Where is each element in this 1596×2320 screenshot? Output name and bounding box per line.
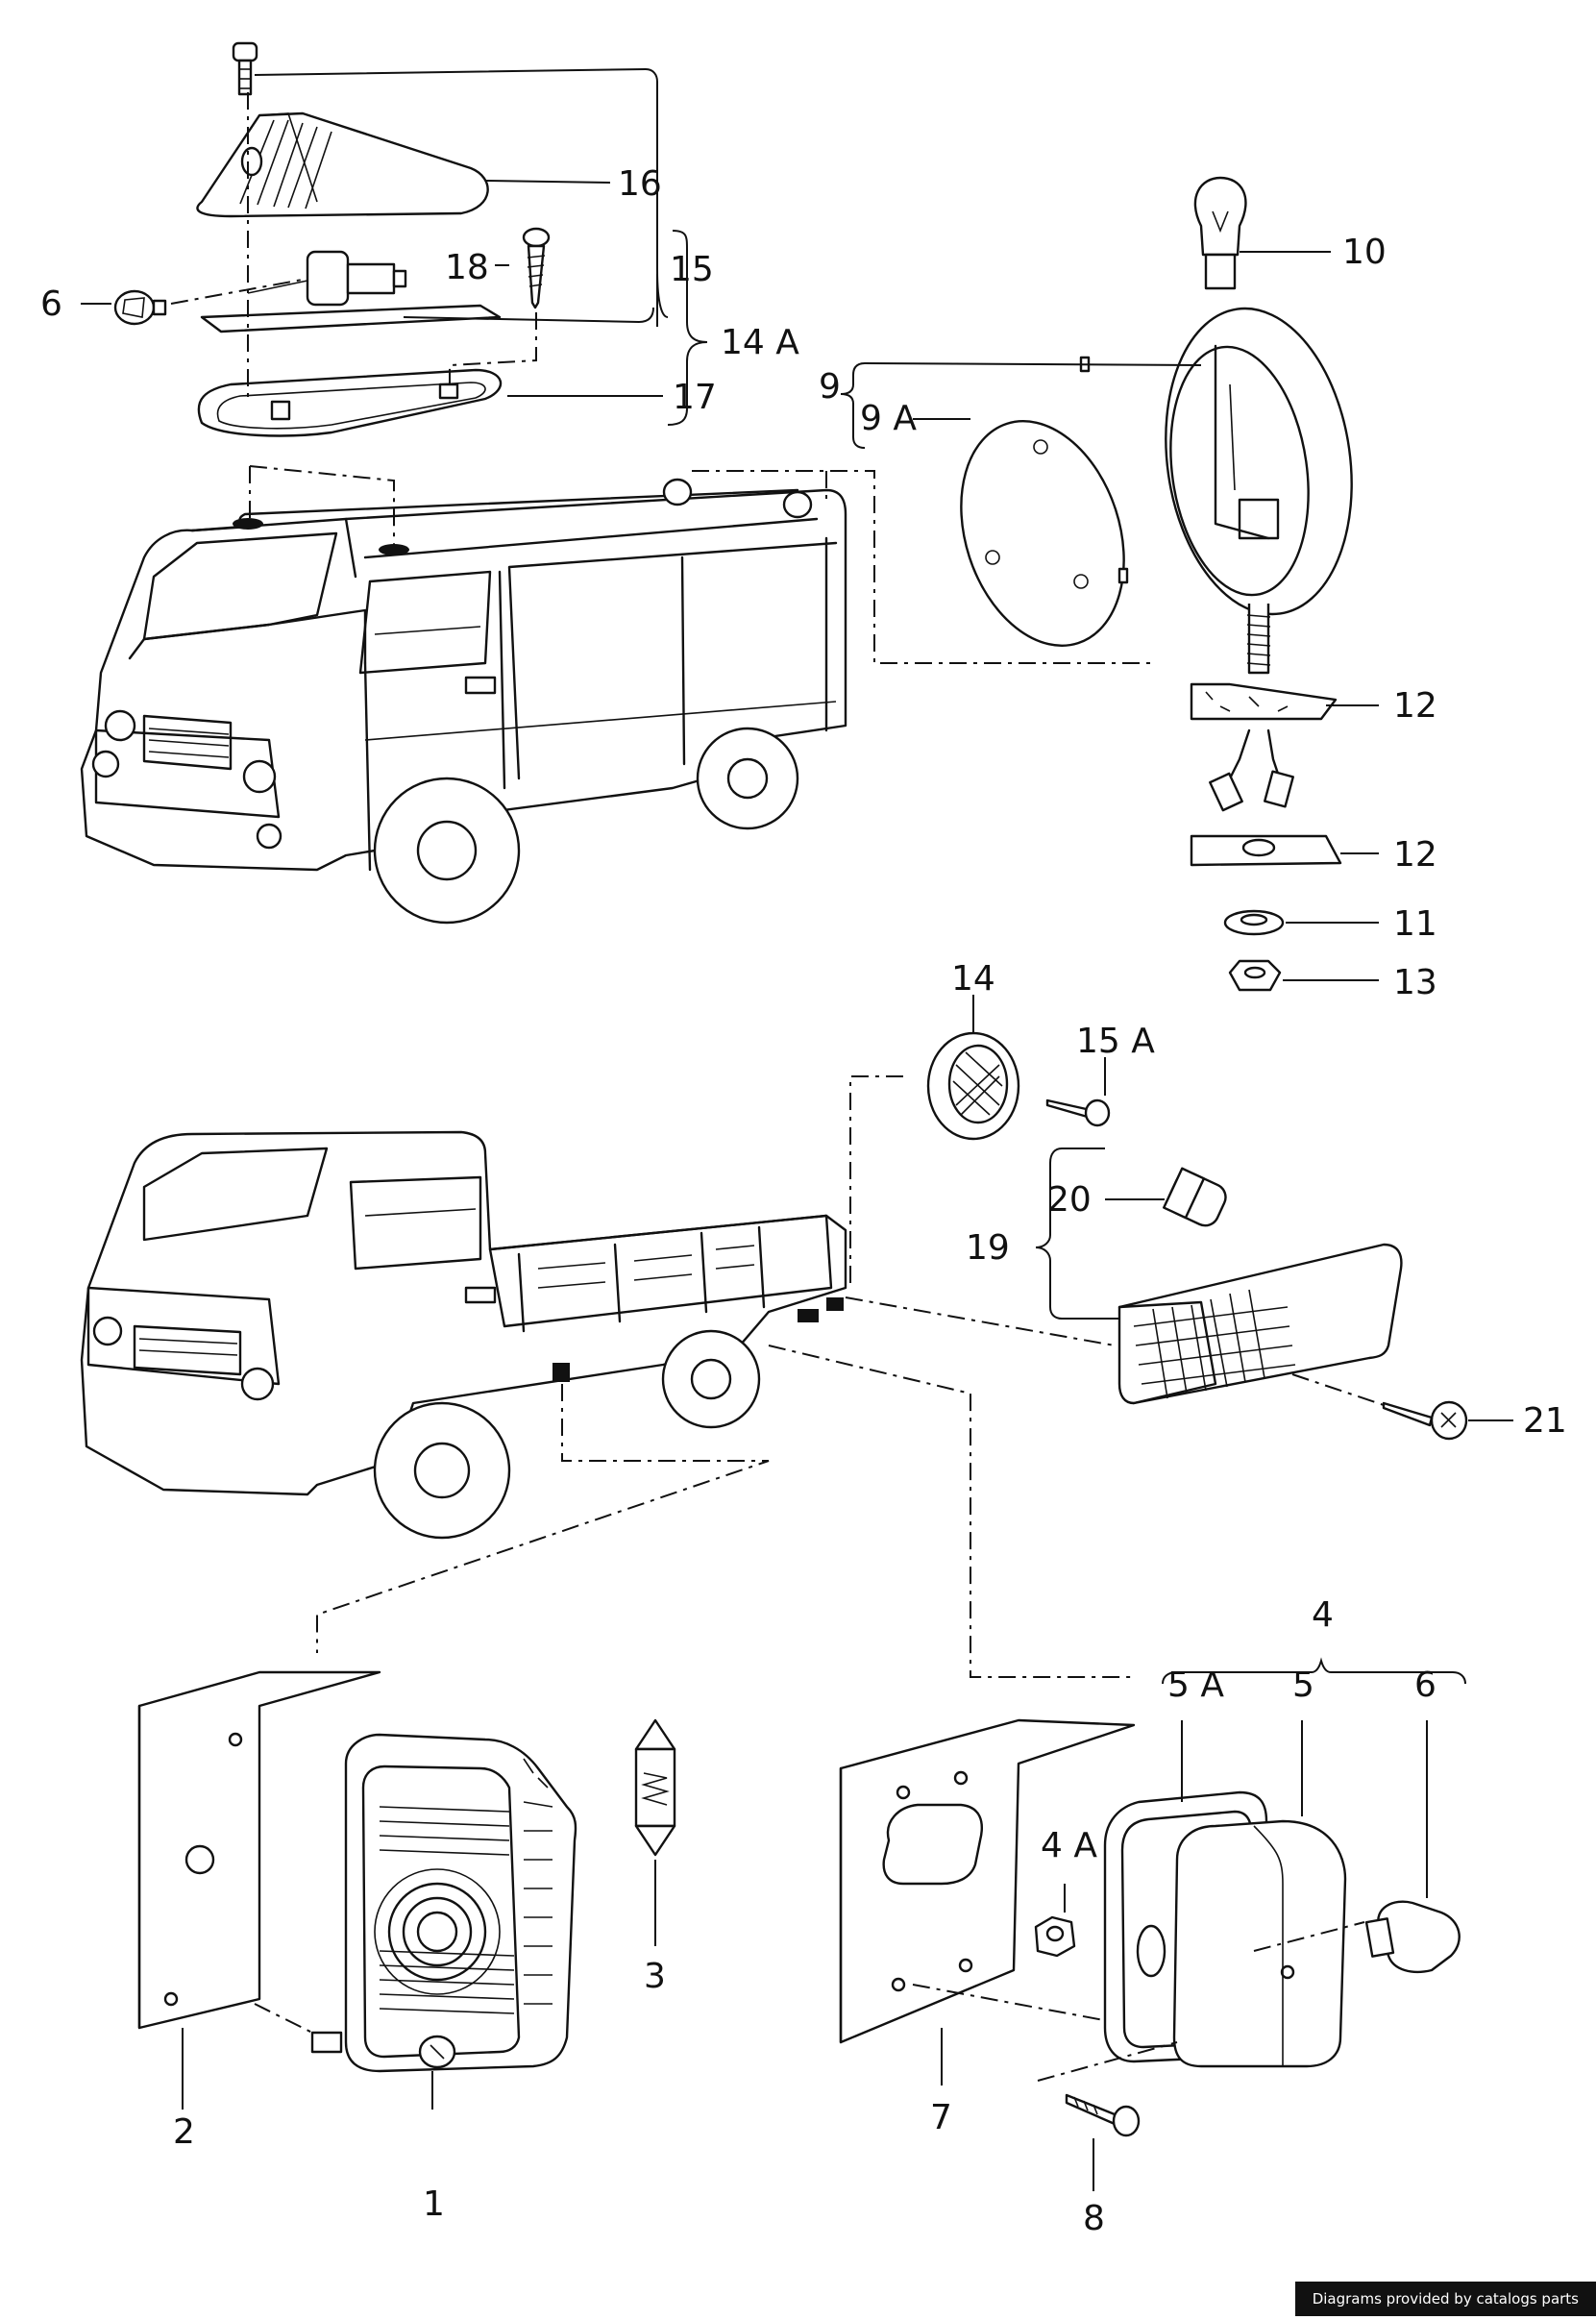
callout-12-lower: 12	[1393, 835, 1437, 875]
callout-13: 13	[1393, 963, 1437, 1002]
callout-2: 2	[173, 2112, 195, 2152]
callout-14: 14	[951, 959, 995, 999]
callout-8: 8	[1083, 2199, 1105, 2238]
side-marker-lamp-assembly	[840, 176, 1379, 992]
callout-18: 18	[445, 248, 489, 287]
callout-9a: 9 A	[860, 399, 917, 438]
callout-21: 21	[1523, 1401, 1567, 1441]
tail-lamp-1-icon	[310, 1733, 577, 2073]
bulb-6-bottom-icon	[1364, 1900, 1461, 1974]
screw-top-icon	[232, 41, 258, 96]
callout-9: 9	[819, 367, 841, 407]
screw-15a-icon	[1045, 1098, 1111, 1127]
callout-10: 10	[1342, 233, 1387, 272]
gasket-12-upper-icon	[1190, 682, 1338, 721]
credit-badge: Diagrams provided by catalogs parts	[1294, 2282, 1596, 2316]
bulb-6-top-icon	[113, 289, 167, 326]
callout-19: 19	[966, 1228, 1010, 1268]
callout-labels: 16 18 15 6 14 A 17 10 9 9 A 12 12 11 13 …	[40, 164, 1567, 2238]
rubber-grommet-4a-icon	[1034, 1915, 1076, 1958]
callout-4: 4	[1312, 1595, 1334, 1635]
bulb-3-icon	[634, 1718, 676, 1857]
callout-6-bottom: 6	[1414, 1666, 1436, 1705]
lens-5-icon	[1172, 1819, 1347, 2068]
roof-lamp-base-icon	[197, 368, 503, 437]
mounting-bracket-7-icon	[839, 1718, 1136, 2044]
nut-13-icon	[1228, 959, 1282, 992]
mounting-bracket-2-icon	[137, 1670, 381, 2030]
roof-lamp-assembly	[81, 41, 708, 437]
pickup-truck-illustration	[80, 1075, 1134, 1678]
callout-15: 15	[670, 250, 714, 289]
marker-lens-9a-icon	[960, 356, 1129, 647]
callout-4a: 4 A	[1041, 1826, 1097, 1865]
screw-21-icon	[1382, 1400, 1468, 1441]
screw-8-icon	[1065, 2093, 1141, 2137]
van-illustration	[80, 465, 1153, 925]
turn-signal-lamp-icon	[1117, 1243, 1403, 1405]
callout-5a: 5 A	[1167, 1666, 1224, 1705]
callout-11: 11	[1393, 904, 1437, 944]
lamp-holder-icon	[200, 250, 502, 333]
callout-6-top: 6	[40, 284, 62, 324]
reflector-14-icon	[926, 1031, 1020, 1141]
callout-15a: 15 A	[1076, 1022, 1155, 1061]
callout-1: 1	[423, 2184, 445, 2224]
callout-14a: 14 A	[721, 323, 799, 362]
marker-lamp-housing-icon	[1165, 307, 1353, 675]
callout-20: 20	[1047, 1180, 1092, 1220]
callout-7: 7	[930, 2098, 952, 2137]
callout-5: 5	[1292, 1666, 1314, 1705]
bulb-10-icon	[1193, 176, 1247, 290]
screw-18-icon	[522, 227, 551, 309]
roof-lamp-lens-icon	[196, 111, 489, 218]
callout-3: 3	[644, 1957, 666, 1996]
callout-12-upper: 12	[1393, 686, 1437, 726]
callout-17: 17	[673, 378, 717, 417]
washer-11-icon	[1223, 909, 1285, 936]
gasket-12-lower-icon	[1190, 834, 1342, 867]
callout-16: 16	[618, 164, 662, 204]
bulb-20-icon	[1163, 1167, 1227, 1227]
